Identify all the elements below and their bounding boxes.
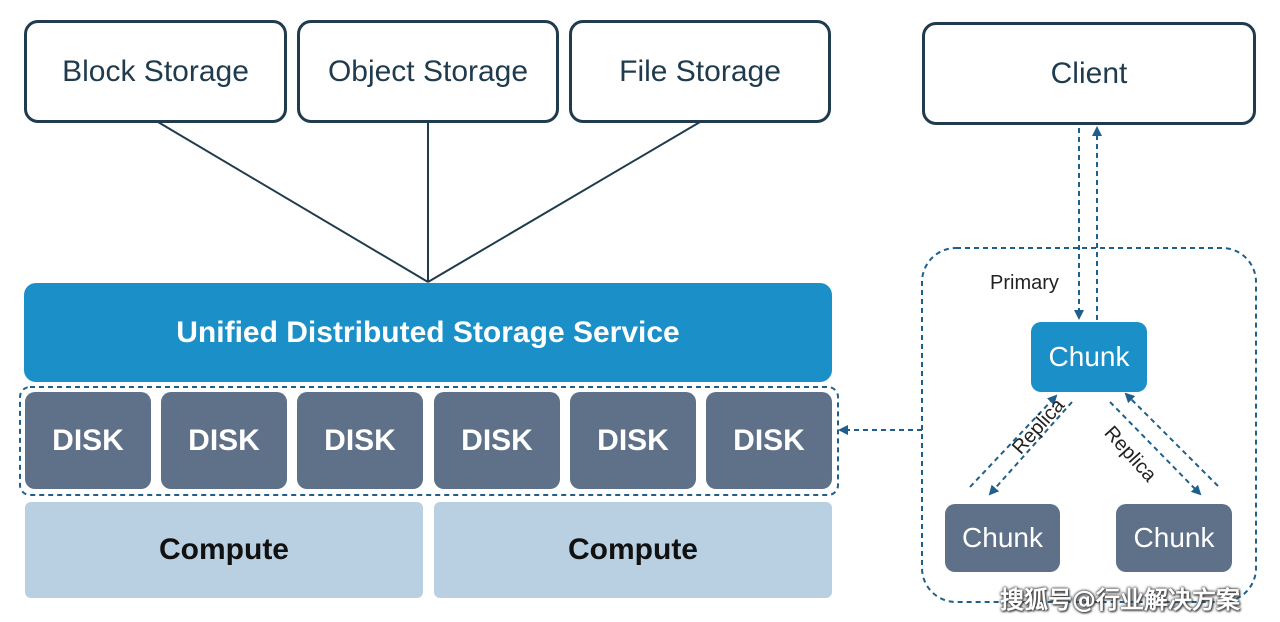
replica-right-down-arrow	[1109, 401, 1202, 496]
compute-label: Compute	[159, 533, 289, 566]
disk-label: DISK	[461, 423, 533, 457]
compute-left: Compute	[25, 502, 423, 598]
disk-label: DISK	[733, 423, 805, 457]
disk-label: DISK	[52, 423, 124, 457]
primary-chunk-label: Chunk	[1048, 341, 1130, 372]
flow-arrows	[838, 126, 1219, 496]
watermark: 搜狐号@行业解决方案	[1000, 586, 1240, 614]
primary-chunk: Chunk	[1031, 322, 1147, 392]
disk-6: DISK	[706, 392, 832, 489]
primary-label: Primary	[990, 272, 1059, 294]
replica-chunk-left: Chunk	[945, 504, 1060, 572]
compute-label: Compute	[568, 533, 698, 566]
replica-left-up-arrow	[969, 394, 1058, 488]
replication-group-outline	[921, 247, 1257, 603]
disk-label: DISK	[324, 423, 396, 457]
compute-right: Compute	[434, 502, 832, 598]
disk-5: DISK	[570, 392, 696, 489]
disk-2: DISK	[161, 392, 287, 489]
storage-connectors	[157, 121, 701, 283]
disk-label: DISK	[597, 423, 669, 457]
block-storage-box: Block Storage	[24, 20, 287, 123]
disk-4: DISK	[434, 392, 560, 489]
file-storage-label: File Storage	[619, 54, 781, 88]
disk-3: DISK	[297, 392, 423, 489]
unified-storage-service-bar: Unified Distributed Storage Service	[24, 283, 832, 382]
disk-group-outline	[19, 386, 839, 496]
client-box: Client	[922, 22, 1256, 125]
file-storage-box: File Storage	[569, 20, 831, 123]
replica-chunk-right-label: Chunk	[1133, 522, 1215, 553]
disk-label: DISK	[188, 423, 260, 457]
block-storage-label: Block Storage	[62, 54, 249, 88]
unified-storage-service-label: Unified Distributed Storage Service	[176, 315, 680, 349]
file-connector	[427, 121, 701, 283]
client-label: Client	[1050, 56, 1128, 90]
replica-left-down-arrow	[988, 401, 1073, 496]
replica-chunk-left-label: Chunk	[962, 522, 1043, 553]
block-connector	[157, 121, 429, 283]
replica-chunk-right: Chunk	[1116, 504, 1232, 572]
replica-right-up-arrow	[1124, 392, 1219, 487]
object-storage-label: Object Storage	[327, 54, 529, 88]
object-storage-box: Object Storage	[297, 20, 559, 123]
disk-1: DISK	[25, 392, 151, 489]
